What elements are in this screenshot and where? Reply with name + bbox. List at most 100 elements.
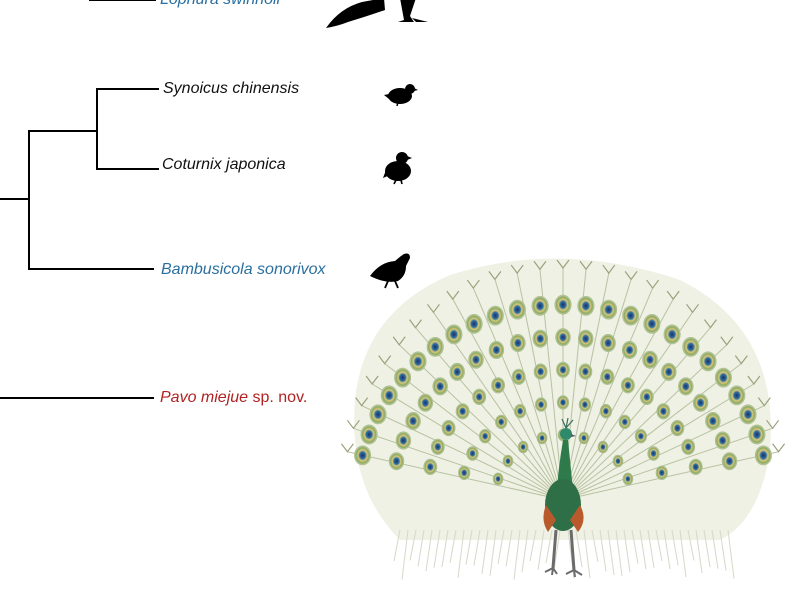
tail-eyespot: [370, 405, 386, 424]
taxon-name: Coturnix japonica: [162, 156, 286, 173]
tail-eyespot: [600, 300, 616, 319]
tail-eyespot: [643, 351, 658, 368]
taxon-label-pavo: Pavo miejue sp. nov.: [160, 389, 307, 407]
tail-eyespot: [410, 352, 426, 371]
tail-eyespot: [661, 363, 676, 380]
taxon-name: Bambusicola sonorivox: [161, 261, 326, 278]
tail-eyespot: [657, 404, 670, 420]
tail-eyespot: [433, 378, 448, 395]
tail-eyespot: [394, 368, 410, 387]
tail-eyespot: [535, 398, 547, 412]
tail-eyespot: [534, 364, 547, 380]
tail-eyespot: [556, 362, 569, 378]
tail-eyespot: [361, 425, 377, 444]
taxon-name: Pavo miejue: [160, 389, 248, 406]
taxon-label-coturnix: Coturnix japonica: [162, 156, 286, 174]
tail-eyespot: [458, 466, 470, 480]
tail-eyespot: [456, 404, 469, 420]
tail-eyespot: [503, 455, 513, 467]
tail-eyespot: [598, 441, 608, 453]
tail-plume-tip: [773, 444, 785, 452]
tail-eyespot: [578, 330, 593, 347]
tail-eyespot: [467, 447, 479, 461]
tail-eyespot: [479, 429, 491, 443]
tail-eyespot: [518, 441, 528, 453]
tail-eyespot: [514, 404, 526, 418]
tail-eyespot: [601, 369, 614, 385]
tail-eyespot: [664, 325, 680, 344]
tail-eyespot: [424, 459, 437, 475]
tail-eyespot: [600, 404, 612, 418]
tail-eyespot: [512, 369, 525, 385]
tree-branches: [0, 0, 158, 398]
tail-eyespot: [622, 341, 637, 358]
tail-eyespot: [722, 453, 737, 470]
tail-eyespot: [446, 325, 462, 344]
tail-eyespot: [418, 394, 433, 411]
tail-eyespot: [619, 415, 631, 429]
pheasant-silhouette-icon: [326, 0, 428, 28]
tail-eyespot: [579, 364, 592, 380]
tail-eyespot: [640, 389, 653, 405]
partridge-silhouette-icon: [370, 254, 410, 289]
peacock-head: [560, 428, 572, 440]
tail-eyespot: [700, 352, 716, 371]
taxon-label-lophura: Lophura swinhoii: [160, 0, 280, 9]
taxon-label-synoicus: Synoicus chinensis: [163, 80, 299, 98]
tail-eyespot: [693, 394, 708, 411]
tail-eyespot: [689, 459, 702, 475]
tail-eyespot: [537, 432, 547, 444]
tail-eyespot: [509, 300, 525, 319]
quail-silhouette-icon: [383, 152, 412, 184]
tail-eyespot: [715, 432, 730, 449]
tail-eyespot: [740, 405, 756, 424]
tail-eyespot: [755, 446, 771, 465]
tail-eyespot: [406, 412, 421, 429]
tail-eyespot: [466, 314, 482, 333]
taxon-label-bambusicola: Bambusicola sonorivox: [161, 261, 326, 279]
tail-eyespot: [532, 296, 548, 315]
tail-eyespot: [493, 473, 503, 485]
tail-eyespot: [656, 466, 668, 480]
tail-eyespot: [579, 398, 591, 412]
tail-eyespot: [678, 378, 693, 395]
tail-eyespot: [492, 378, 505, 394]
tail-eyespot: [635, 429, 647, 443]
tail-eyespot: [354, 446, 370, 465]
tail-eyespot: [578, 296, 594, 315]
tail-eyespot: [489, 341, 504, 358]
tail-eyespot: [431, 439, 444, 455]
tail-eyespot: [389, 453, 404, 470]
tail-eyespot: [671, 420, 684, 436]
tail-eyespot: [557, 396, 569, 410]
tail-eyespot: [648, 447, 660, 461]
tail-eyespot: [623, 473, 633, 485]
tail-plume-tip: [341, 444, 353, 452]
taxon-name: Lophura swinhoii: [160, 0, 280, 8]
tail-eyespot: [749, 425, 765, 444]
tail-eyespot: [579, 432, 589, 444]
tail-eyespot: [469, 351, 484, 368]
tail-eyespot: [473, 389, 486, 405]
tail-eyespot: [555, 295, 571, 314]
tail-eyespot: [601, 334, 616, 351]
tail-eyespot: [621, 378, 634, 394]
taxon-name: Synoicus chinensis: [163, 80, 299, 97]
tail-eyespot: [381, 386, 397, 405]
tail-eyespot: [729, 386, 745, 405]
tail-eyespot: [442, 420, 455, 436]
tail-eyespot: [396, 432, 411, 449]
tail-eyespot: [450, 363, 465, 380]
tail-eyespot: [533, 330, 548, 347]
tail-eyespot: [427, 337, 443, 356]
tail-eyespot: [644, 314, 660, 333]
tail-eyespot: [495, 415, 507, 429]
tail-eyespot: [706, 412, 721, 429]
taxon-suffix: sp. nov.: [248, 389, 307, 406]
tail-eyespot: [683, 337, 699, 356]
tail-eyespot: [613, 455, 623, 467]
tail-eyespot: [623, 306, 639, 325]
tail-eyespot: [511, 334, 526, 351]
tail-eyespot: [715, 368, 731, 387]
